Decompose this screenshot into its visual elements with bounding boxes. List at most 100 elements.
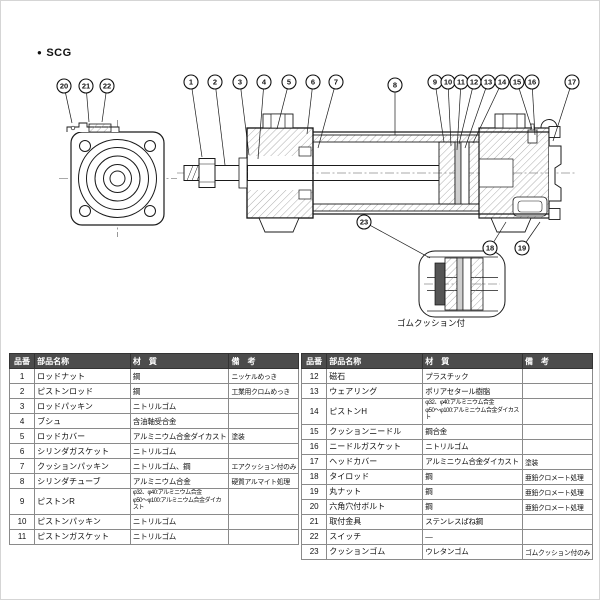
leader-line xyxy=(276,81,290,130)
part-name-cell: ロッドナット xyxy=(34,368,131,384)
leader-line xyxy=(214,81,226,166)
part-no-cell: 19 xyxy=(301,483,328,500)
remarks-cell xyxy=(522,398,593,425)
part-no-cell: 10 xyxy=(8,513,36,530)
svg-text:2: 2 xyxy=(213,78,217,87)
part-no-cell: 11 xyxy=(8,528,36,545)
material-cell: 鋼合金 xyxy=(422,423,523,440)
remarks-cell: 硬質アルマイト処理 xyxy=(228,473,300,489)
material-cell: ニトリルゴム xyxy=(129,528,230,545)
remarks-cell: ゴムクッション付のみ xyxy=(522,543,593,560)
callout-4: 4 xyxy=(256,74,272,90)
leader-line xyxy=(317,81,337,149)
front-view xyxy=(59,120,177,237)
part-no-cell: 2 xyxy=(8,383,36,399)
svg-text:19: 19 xyxy=(518,244,526,253)
part-no-cell: 18 xyxy=(301,468,328,485)
header-row: 品番 部品名称 材 質 備 考 xyxy=(8,353,300,369)
leader-line xyxy=(434,81,445,143)
svg-text:21: 21 xyxy=(82,82,90,91)
leader-line xyxy=(472,81,503,144)
callout-20: 20 xyxy=(56,78,72,94)
material-cell: ウレタンゴム xyxy=(422,543,523,560)
part-no-cell: 1 xyxy=(8,368,36,384)
svg-text:6: 6 xyxy=(311,78,315,87)
col-header-name: 部品名称 xyxy=(34,353,131,369)
svg-text:5: 5 xyxy=(287,78,291,87)
material-cell: ステンレスばね鋼 xyxy=(422,513,523,530)
leader-line xyxy=(456,81,462,151)
material-cell: プラスチック xyxy=(422,368,523,384)
part-no-cell: 7 xyxy=(8,458,36,474)
part-name-cell: ピストンロッド xyxy=(34,383,131,399)
material-cell: φ32、φ40:アルミニウム合金 φ50〜φ100:アルミニウム合金ダイカスト xyxy=(129,488,230,515)
col-header-no: 品番 xyxy=(301,353,328,369)
part-name-cell: ニードルガスケット xyxy=(326,438,424,455)
part-name-cell: ピストンR xyxy=(34,488,131,515)
remarks-cell: 亜鉛クロメート処理 xyxy=(522,483,593,500)
cushion-detail-view xyxy=(418,250,506,318)
callout-13: 13 xyxy=(480,74,496,90)
remarks-cell xyxy=(522,513,593,530)
part-no-cell: 15 xyxy=(301,423,328,440)
leader-line xyxy=(447,81,452,147)
col-header-material: 材 質 xyxy=(129,353,230,369)
part-no-cell: 8 xyxy=(8,473,36,489)
col-header-remarks: 備 考 xyxy=(228,353,300,369)
svg-text:16: 16 xyxy=(528,78,536,87)
remarks-cell xyxy=(522,368,593,384)
part-no-cell: 3 xyxy=(8,398,36,414)
remarks-cell: 亜鉛クロメート処理 xyxy=(522,468,593,485)
svg-text:1: 1 xyxy=(189,78,193,87)
col-header-no: 品番 xyxy=(8,353,36,369)
material-cell: ポリアセタール樹脂 xyxy=(422,383,523,399)
callout-11: 11 xyxy=(453,74,469,90)
material-cell: ― xyxy=(422,528,523,545)
remarks-cell xyxy=(228,413,300,429)
part-no-cell: 21 xyxy=(301,513,328,530)
callout-18: 18 xyxy=(482,240,498,256)
remarks-cell xyxy=(228,513,300,530)
callout-14: 14 xyxy=(494,74,510,90)
part-name-cell: シリンダチューブ xyxy=(34,473,131,489)
part-name-cell: 六角穴付ボルト xyxy=(326,498,424,515)
bullet-icon: ● xyxy=(37,48,43,57)
part-no-cell: 5 xyxy=(8,428,36,444)
callout-16: 16 xyxy=(524,74,540,90)
part-name-cell: ウェアリング xyxy=(326,383,424,399)
remarks-cell: 工業用クロムめっき xyxy=(228,383,300,399)
svg-text:14: 14 xyxy=(498,78,507,87)
leader-line xyxy=(464,81,489,149)
col-header-name: 部品名称 xyxy=(326,353,424,369)
svg-text:18: 18 xyxy=(486,244,494,253)
svg-text:17: 17 xyxy=(568,78,576,87)
callout-9: 9 xyxy=(427,74,443,90)
part-name-cell: タイロッド xyxy=(326,468,424,485)
callout-23: 23 xyxy=(356,214,372,230)
material-cell: ニトリルゴム xyxy=(129,443,230,459)
callout-12: 12 xyxy=(466,74,482,90)
material-cell: ニトリルゴム xyxy=(129,398,230,414)
part-no-cell: 6 xyxy=(8,443,36,459)
leader-line xyxy=(552,81,573,142)
detail-caption: ゴムクッション付 xyxy=(397,318,466,328)
material-cell: 鋼 xyxy=(422,498,523,515)
part-name-cell: ロッドカバー xyxy=(34,428,131,444)
material-cell: 鋼 xyxy=(129,383,230,399)
part-no-cell: 16 xyxy=(301,438,328,455)
col-header-remarks: 備 考 xyxy=(522,353,593,369)
remarks-cell: 塗装 xyxy=(522,453,593,470)
callout-2: 2 xyxy=(207,74,223,90)
